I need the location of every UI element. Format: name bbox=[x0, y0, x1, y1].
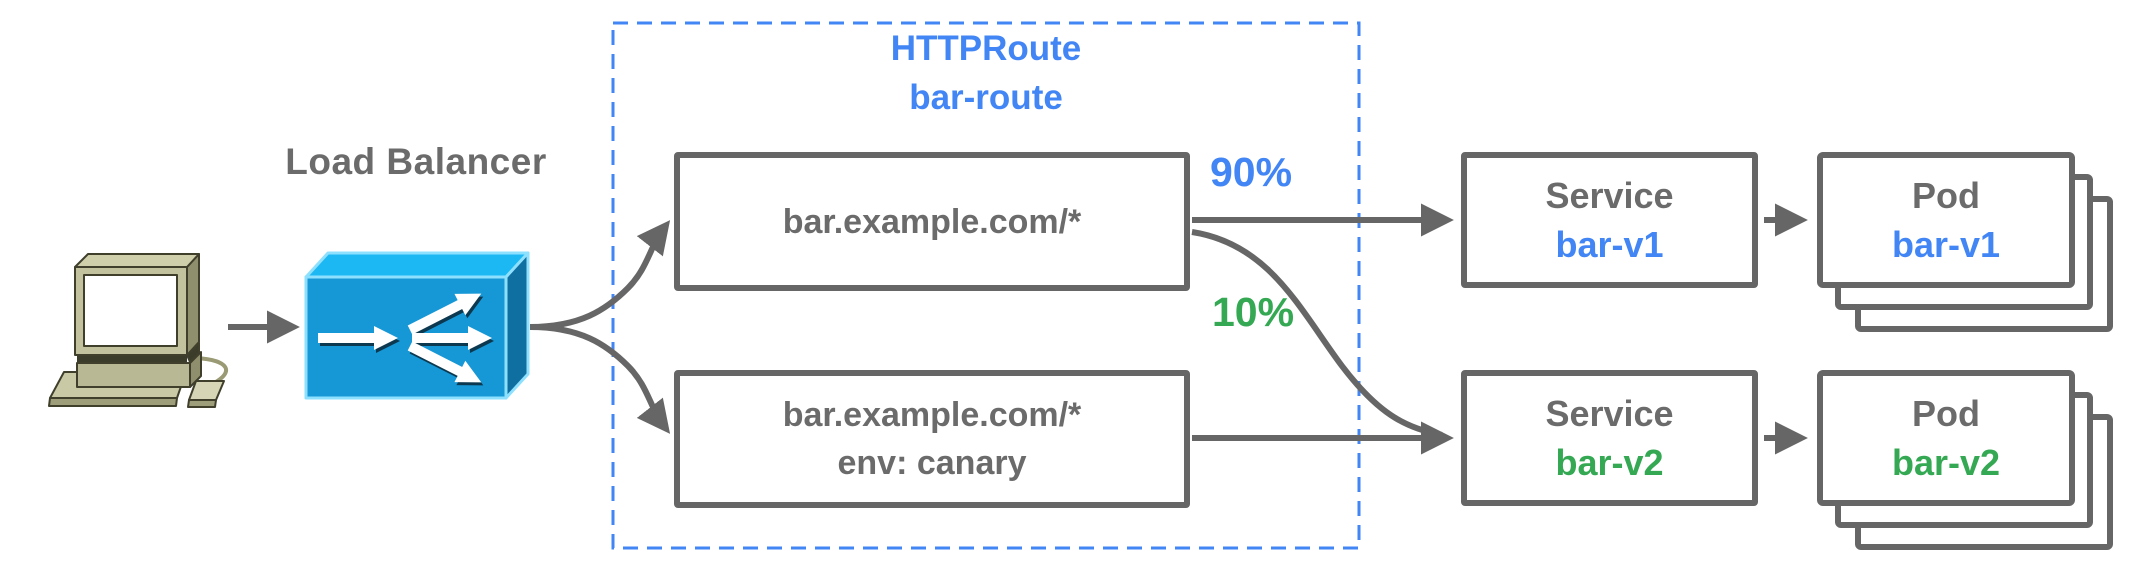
service-v1-name: bar-v1 bbox=[1555, 224, 1664, 265]
service-v1-kind: Service bbox=[1545, 175, 1674, 216]
service-bar-v1: Service bar-v1 bbox=[1461, 152, 1758, 288]
pod-v2-name: bar-v2 bbox=[1891, 442, 2001, 483]
service-bar-v2: Service bar-v2 bbox=[1461, 370, 1758, 506]
service-v2-name: bar-v2 bbox=[1555, 442, 1664, 483]
httproute-name: bar-route bbox=[909, 78, 1063, 117]
pod-card-front: Pod bar-v1 bbox=[1817, 152, 2075, 288]
httproute-kind: HTTPRoute bbox=[890, 29, 1082, 68]
load-balancer-label: Load Balancer bbox=[285, 141, 547, 182]
arrow-lb-to-route-canary bbox=[529, 324, 671, 434]
route-rule-primary: bar.example.com/* bbox=[674, 152, 1190, 291]
pod-v1-name: bar-v1 bbox=[1891, 224, 2001, 265]
route-canary-match: env: canary bbox=[837, 444, 1027, 482]
route-rule-canary: bar.example.com/* env: canary bbox=[674, 370, 1190, 508]
weight-10-label: 10% bbox=[1212, 289, 1295, 335]
load-balancer-icon bbox=[304, 251, 530, 400]
httproute-boundary bbox=[611, 21, 1361, 550]
route-canary-host: bar.example.com/* bbox=[782, 396, 1082, 434]
httproute-label: HTTPRoute bar-route bbox=[613, 24, 1359, 122]
arrow-lb-to-route-primary bbox=[529, 220, 671, 330]
pod-v2-kind: Pod bbox=[1912, 393, 1980, 434]
pod-stack-bar-v2: Pod bar-v2 bbox=[1817, 370, 2149, 552]
service-v2-kind: Service bbox=[1545, 393, 1674, 434]
route-primary-host: bar.example.com/* bbox=[782, 202, 1082, 241]
weight-90-label: 90% bbox=[1210, 149, 1293, 195]
desktop-computer-icon bbox=[48, 253, 228, 408]
pod-stack-bar-v1: Pod bar-v1 bbox=[1817, 152, 2149, 334]
pod-v1-kind: Pod bbox=[1912, 175, 1980, 216]
arrow-split-10-percent bbox=[1191, 229, 1443, 438]
pod-card-front: Pod bar-v2 bbox=[1817, 370, 2075, 506]
